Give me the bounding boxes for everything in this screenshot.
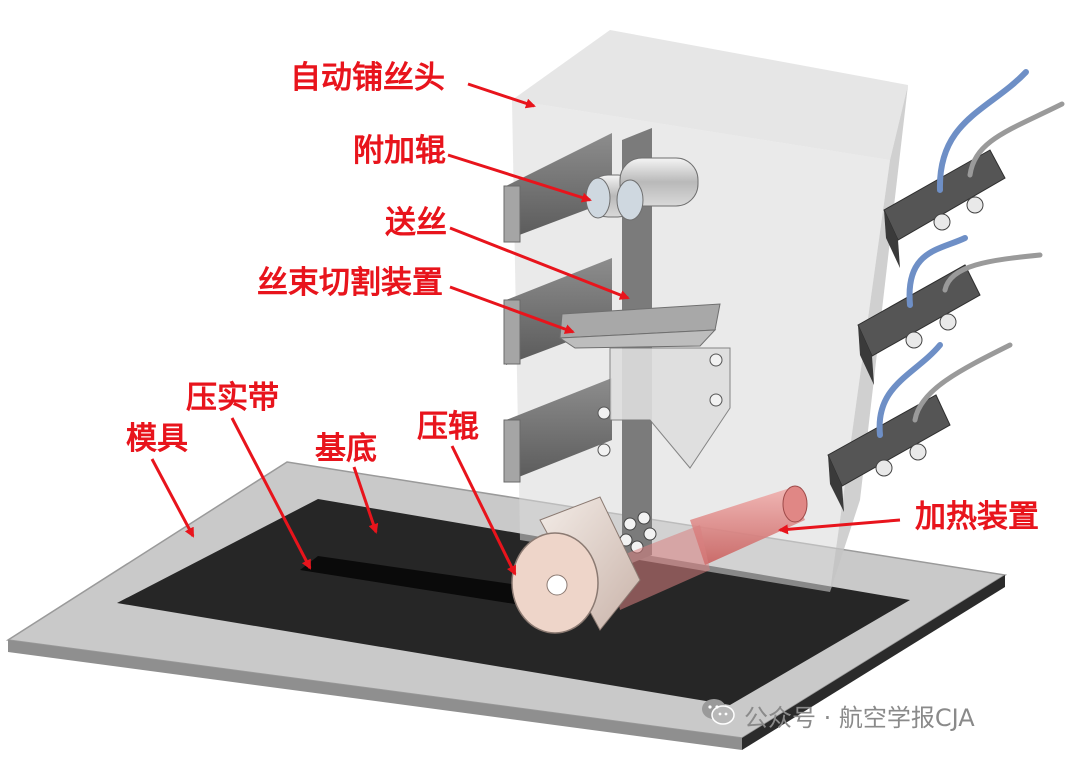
arrow-substrate [352,466,379,534]
label-heating-device: 加热装置 [915,499,1039,535]
arrow-compaction-roller [450,445,517,576]
label-additional-roller: 附加辊 [353,133,446,169]
label-auto-placement-head: 自动铺丝头 [290,60,445,96]
arrow-heating-device [778,518,901,535]
label-mold: 模具 [126,421,188,457]
label-fiber-feed: 送丝 [385,205,447,241]
compaction-belt [300,556,560,608]
bolt-cluster [619,511,657,554]
additional-rollers [585,157,699,221]
tow-cutting-device [558,303,731,469]
annotation-arrows [150,82,901,576]
watermark-text: 公众号 · 航空学报CJA [744,703,975,732]
arrow-fiber-feed [449,226,630,300]
heating-device [610,485,808,610]
watermark: 公众号 · 航空学报CJA [700,698,975,732]
arrow-mold [150,458,195,538]
arrow-compaction-belt [230,417,312,570]
compaction-roller [511,496,641,634]
label-substrate: 基底 [315,431,377,467]
label-tow-cutting-device: 丝束切割装置 [257,265,443,301]
side-blocks [503,133,612,483]
label-compaction-roller: 压辊 [417,409,479,445]
wechat-icon [700,697,736,733]
hoses [876,69,1065,438]
arrow-tow-cutting-device [449,285,575,334]
arrow-auto-placement-head [467,82,536,109]
label-compaction-belt: 压实带 [186,380,279,416]
right-clamps [827,149,1006,512]
arrow-additional-roller [447,153,592,203]
